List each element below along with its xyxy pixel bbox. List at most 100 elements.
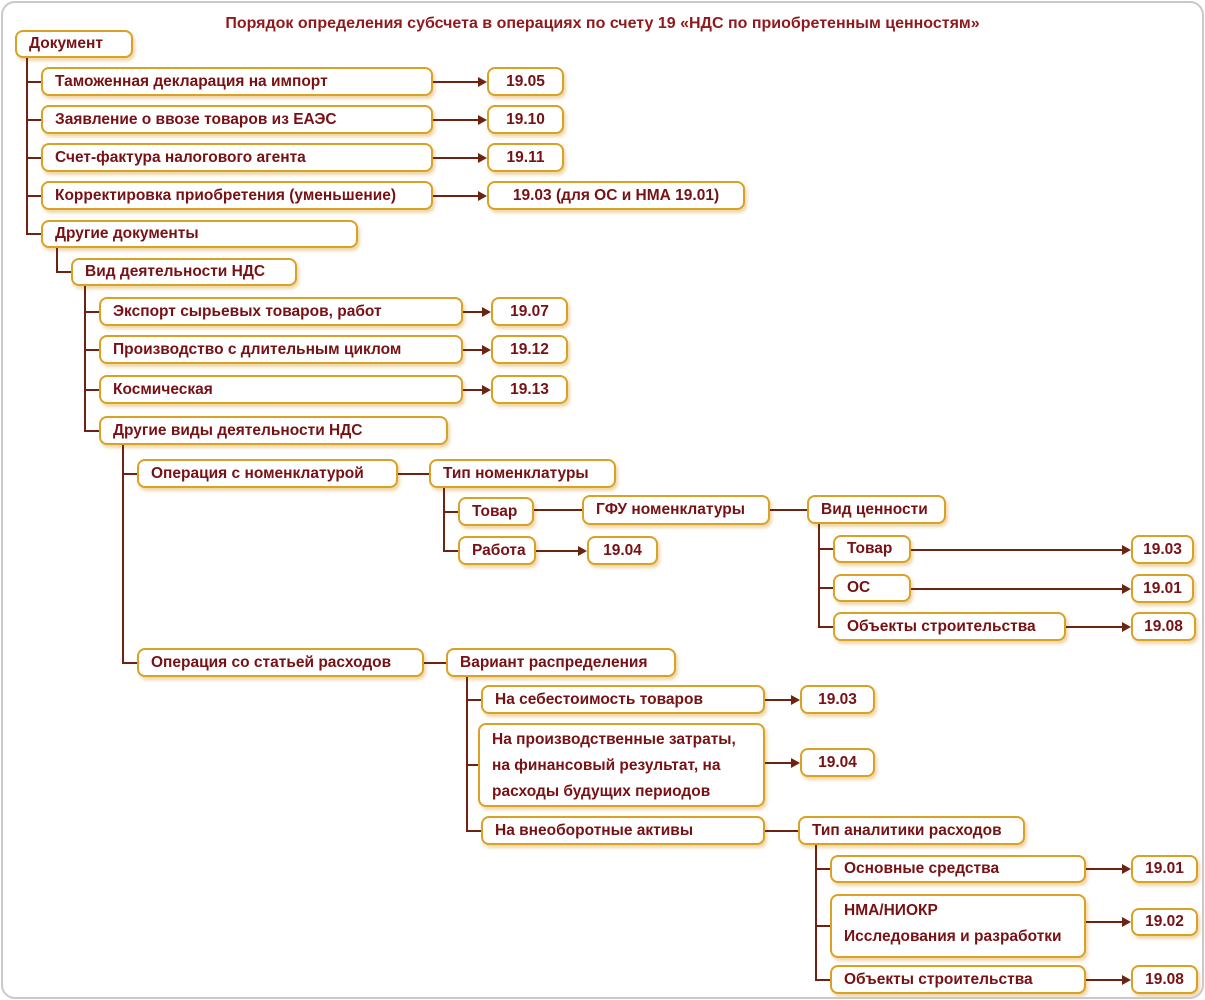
node-c1913: 19.13	[491, 375, 568, 404]
connector-line	[467, 830, 481, 832]
node-tipanal: Тип аналитики расходов	[798, 816, 1025, 845]
arrow-head	[1122, 975, 1131, 985]
connector-line	[466, 677, 468, 832]
connector-line	[765, 699, 792, 701]
node-r1903: 19.03	[800, 685, 875, 714]
node-naproi-line-2: на финансовый результат, на	[492, 757, 721, 774]
connector-line	[27, 195, 41, 197]
arrow-head	[482, 345, 491, 355]
connector-line	[433, 119, 479, 121]
node-nma-line-2: Исследования и разработки	[844, 928, 1062, 945]
arrow-head	[791, 695, 800, 705]
node-naseb: На себестоимость товаров	[481, 685, 765, 714]
node-a1902: 19.02	[1131, 908, 1198, 936]
connector-line	[424, 662, 446, 664]
arrow-head	[1122, 545, 1131, 555]
node-c1912: 19.12	[491, 335, 568, 364]
arrow-head	[482, 307, 491, 317]
node-gfu: ГФУ номенклатуры	[582, 495, 770, 525]
node-vardis: Вариант распределения	[446, 648, 676, 677]
connector-line	[818, 524, 820, 628]
arrow-head	[482, 385, 491, 395]
node-vc1903: 19.03	[1131, 535, 1194, 564]
connector-line	[27, 233, 41, 235]
connector-line	[85, 430, 99, 432]
connector-line	[816, 868, 830, 870]
connector-line	[444, 550, 458, 552]
connector-line	[765, 830, 798, 832]
node-exp: Экспорт сырьевых товаров, работ	[99, 297, 463, 326]
connector-line	[467, 699, 481, 701]
connector-line	[433, 157, 479, 159]
connector-line	[765, 762, 792, 764]
arrow-head	[478, 153, 487, 163]
node-viddeyat: Вид деятельности НДС	[71, 258, 297, 286]
node-drugdok: Другие документы	[41, 220, 358, 248]
connector-line	[443, 488, 445, 552]
node-rabota: Работа	[458, 536, 536, 565]
connector-line	[123, 662, 137, 664]
node-naproi-line-1: На производственные затраты,	[492, 731, 736, 748]
node-vidcen: Вид ценности	[807, 495, 946, 524]
connector-line	[463, 311, 483, 313]
connector-line	[536, 550, 579, 552]
connector-line	[816, 979, 830, 981]
node-vc1901: 19.01	[1131, 574, 1194, 603]
node-proizv: Производство с длительным циклом	[99, 335, 463, 364]
connector-line	[26, 58, 28, 235]
node-c1903n: 19.03 (для ОС и НМА 19.01)	[487, 181, 745, 210]
arrow-head	[578, 546, 587, 556]
arrow-head	[1122, 584, 1131, 594]
connector-line	[1086, 868, 1123, 870]
connector-line	[398, 473, 429, 475]
node-vc1908: 19.08	[1131, 612, 1196, 641]
node-os: ОС	[833, 574, 911, 602]
node-tam: Таможенная декларация на импорт	[41, 67, 433, 96]
node-tipnom: Тип номенклатуры	[429, 459, 616, 488]
connector-line	[85, 389, 99, 391]
connector-line	[85, 311, 99, 313]
node-naproi-line-3: расходы будущих периодов	[492, 783, 711, 800]
connector-line	[444, 511, 458, 513]
connector-line	[911, 588, 1123, 590]
connector-line	[122, 445, 124, 664]
connector-line	[1066, 626, 1123, 628]
arrow-head	[1122, 917, 1131, 927]
connector-line	[815, 845, 817, 981]
connector-line	[433, 81, 479, 83]
node-a1901: 19.01	[1131, 855, 1198, 883]
connector-line	[463, 349, 483, 351]
node-schet: Счет-фактура налогового агента	[41, 143, 433, 172]
connector-line	[816, 925, 830, 927]
node-c1905: 19.05	[487, 67, 564, 96]
connector-line	[463, 389, 483, 391]
node-osnsr: Основные средства	[830, 855, 1086, 883]
arrow-head	[478, 77, 487, 87]
connector-line	[534, 509, 582, 511]
node-navne: На внеоборотные активы	[481, 816, 765, 845]
node-obstr: Объекты строительства	[833, 612, 1066, 641]
connector-line	[57, 271, 71, 273]
node-c1911: 19.11	[487, 143, 564, 172]
connector-line	[819, 548, 833, 550]
node-drugvid: Другие виды деятельности НДС	[99, 416, 448, 445]
node-opnom: Операция с номенклатурой	[137, 459, 398, 488]
arrow-head	[1122, 622, 1131, 632]
connector-line	[27, 81, 41, 83]
connector-line	[433, 195, 479, 197]
node-r1904: 19.04	[800, 748, 875, 777]
arrow-head	[1122, 864, 1131, 874]
connector-line	[123, 473, 137, 475]
connector-line	[819, 587, 833, 589]
connector-line	[911, 549, 1123, 551]
node-tovar: Товар	[458, 497, 534, 526]
node-dokument: Документ	[15, 30, 133, 58]
node-korr: Корректировка приобретения (уменьшение)	[41, 181, 433, 210]
node-vtovar: Товар	[833, 535, 911, 563]
connector-line	[1086, 979, 1123, 981]
node-opst: Операция со статьей расходов	[137, 648, 424, 677]
connector-line	[467, 764, 478, 766]
